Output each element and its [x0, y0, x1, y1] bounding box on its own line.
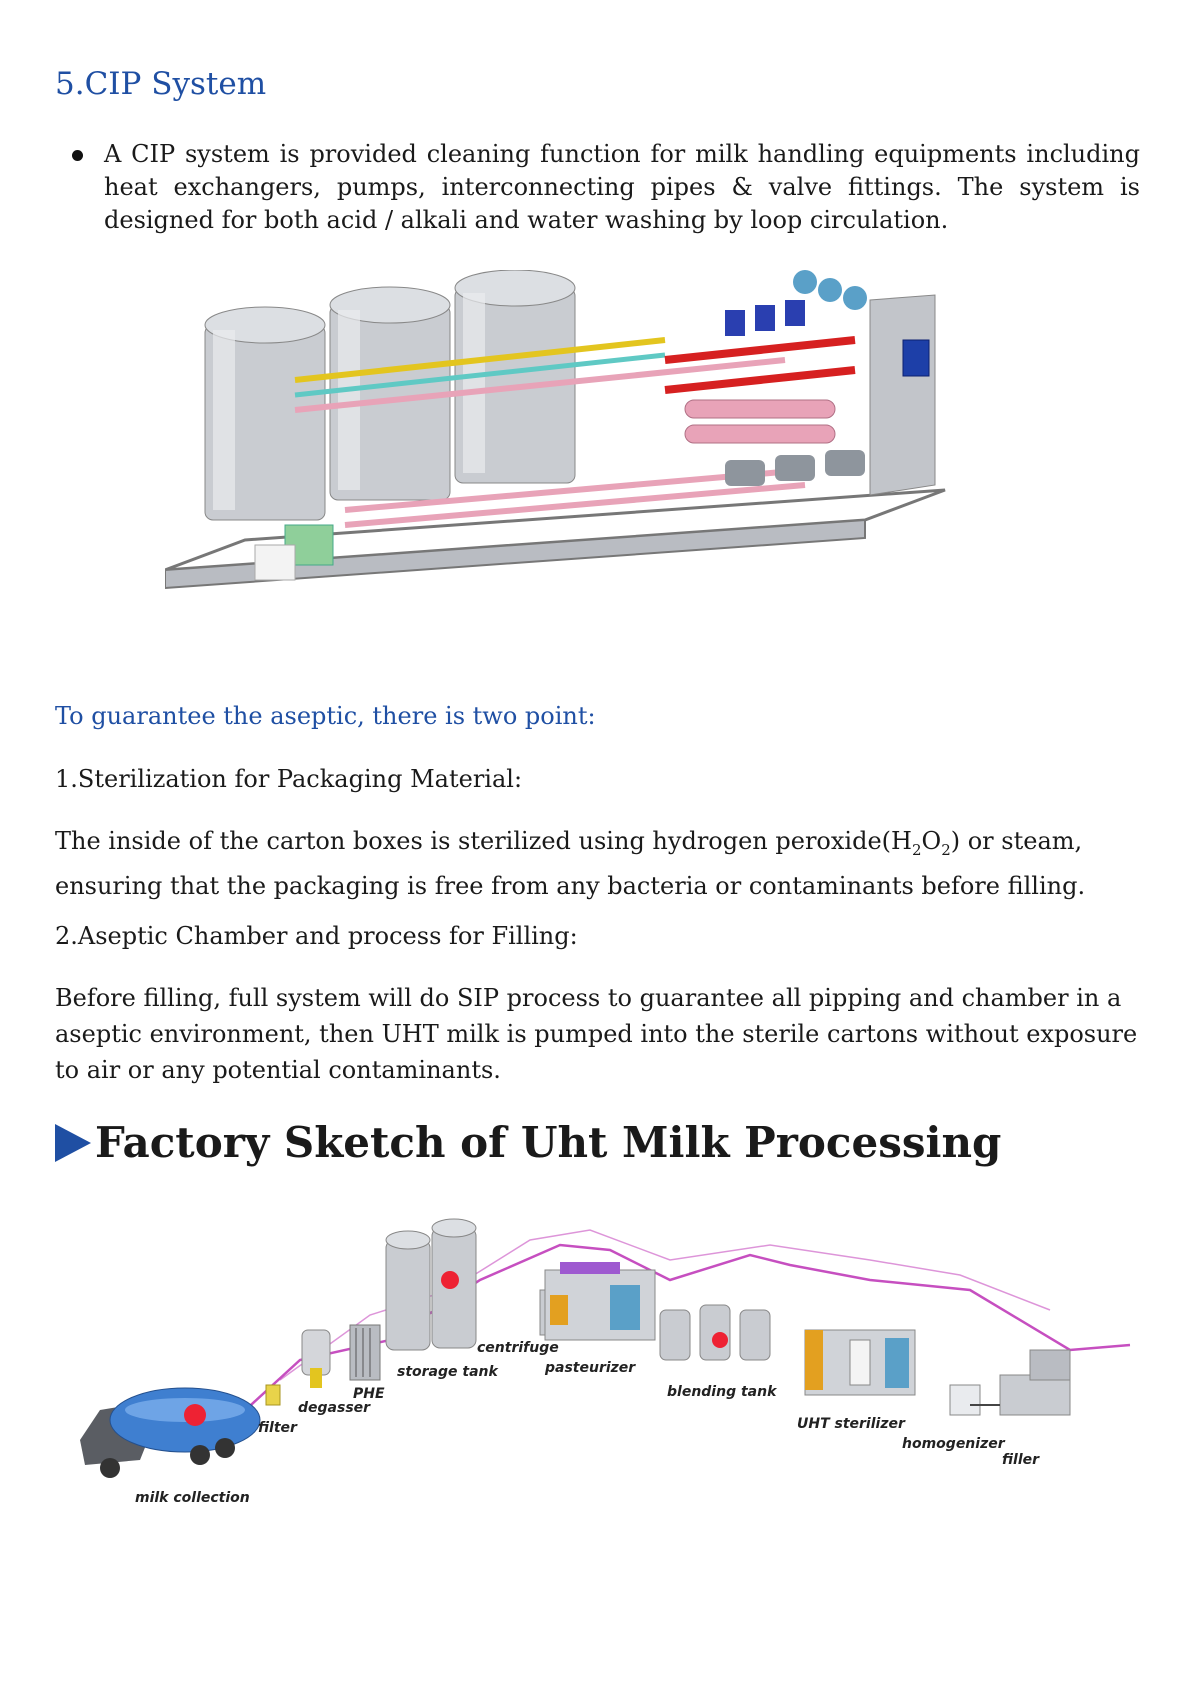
label-blending-tank: blending tank	[667, 1384, 778, 1400]
pink-pipe-lower-2	[344, 482, 806, 528]
pink-pipe-upper	[294, 357, 786, 413]
heat-exchanger-tube	[684, 399, 836, 419]
label-storage-tank: storage tank	[397, 1364, 499, 1380]
label-centrifuge: centrifuge	[477, 1340, 559, 1356]
homogenizer-icon	[949, 1384, 981, 1416]
valve-cluster	[725, 300, 805, 336]
label-phe: PHE	[353, 1386, 385, 1402]
point-1-title: 1.Sterilization for Packaging Material:	[55, 765, 523, 793]
heat-exchanger-tube-2	[684, 424, 836, 444]
pneumatic-actuators	[793, 270, 867, 310]
filter-icon	[265, 1384, 281, 1406]
base-frame-front	[165, 518, 866, 590]
red-pipe	[664, 336, 856, 364]
label-filler: filler	[1002, 1452, 1040, 1468]
factory-sketch-illustration: milk collection filter degasser PHE stor…	[80, 1218, 1131, 1506]
pump-row	[725, 450, 865, 486]
pasteurizer-icon	[544, 1262, 656, 1341]
blending-tank-icon	[659, 1304, 771, 1361]
sketch-title: Factory Sketch of Uht Milk Processing	[95, 1118, 1002, 1167]
section-title: 5.CIP System	[55, 66, 267, 102]
filler-icon	[970, 1349, 1071, 1416]
milk-truck-icon	[80, 1387, 261, 1478]
triangle-arrow-icon	[55, 1123, 91, 1162]
bullet-dot-icon	[72, 150, 83, 161]
point-2-body: Before filling, full system will do SIP …	[55, 984, 1138, 1084]
sketch-heading: Factory Sketch of Uht Milk Processing	[55, 1118, 1001, 1167]
storage-tank-icon	[385, 1218, 477, 1351]
point-2-title: 2.Aseptic Chamber and process for Fillin…	[55, 922, 578, 950]
phe-icon	[349, 1324, 381, 1381]
label-pasteurizer: pasteurizer	[544, 1360, 636, 1376]
cyan-pipe	[294, 352, 666, 398]
label-homogenizer: homogenizer	[902, 1436, 1006, 1452]
bullet-text: A CIP system is provided cleaning functi…	[104, 140, 1140, 234]
point-1-body: The inside of the carton boxes is steril…	[55, 827, 1086, 900]
uht-sterilizer-icon	[804, 1329, 916, 1396]
label-filter: filter	[258, 1420, 298, 1436]
ygt-logo-icon	[184, 1404, 206, 1426]
label-uht-sterilizer: UHT sterilizer	[797, 1416, 906, 1432]
white-container	[254, 544, 296, 581]
aseptic-heading: To guarantee the aseptic, there is two p…	[55, 702, 596, 730]
cip-system-illustration	[165, 270, 946, 590]
label-milk-collection: milk collection	[135, 1490, 250, 1506]
yellow-pipe	[294, 337, 666, 383]
bullet-item: A CIP system is provided cleaning functi…	[72, 138, 1140, 237]
cip-tank-1	[204, 306, 326, 521]
red-pipe-2	[664, 366, 856, 394]
label-degasser: degasser	[298, 1400, 371, 1416]
control-cabinet	[869, 294, 936, 496]
degasser-icon	[301, 1329, 331, 1388]
